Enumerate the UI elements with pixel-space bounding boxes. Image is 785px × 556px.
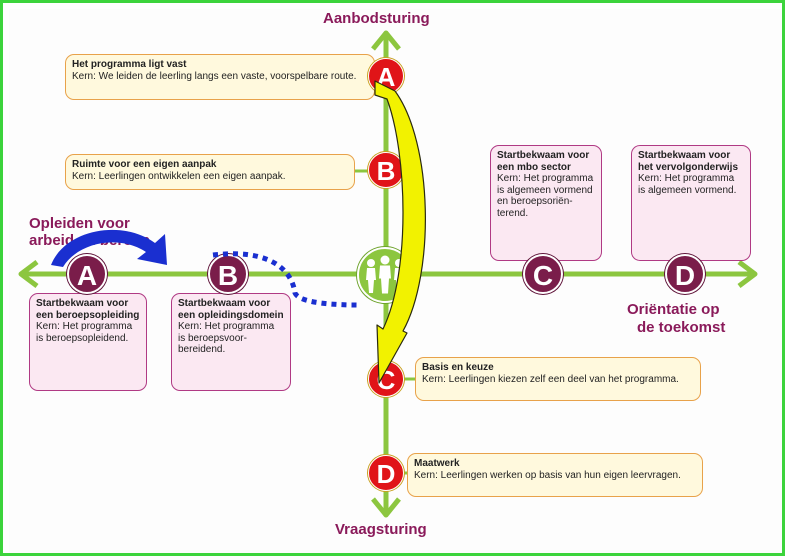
horizontal-marker-c: C [523,254,563,294]
axis-title-bottom: Vraagsturing [335,521,427,538]
box-horizontal-c: Startbekwaam voor een mbo sector Kern: H… [490,145,602,261]
box-horizontal-c-title: Startbekwaam voor een mbo sector [497,150,590,173]
box-horizontal-a-title: Startbekwaam voor een be­roepsopleiding [36,298,140,321]
box-horizontal-d: Startbekwaam voor het ver­volgonderwijs … [631,145,751,261]
horizontal-axis-arrow-right [737,260,758,288]
axis-title-top: Aanbodsturing [323,10,430,27]
vertical-marker-d: D [368,455,404,491]
vertical-marker-a: A [368,58,404,94]
axis-title-left-line1: Opleiden voor [29,215,130,232]
people-group-icon [366,255,404,294]
horizontal-marker-d: D [665,254,705,294]
center-node [357,247,413,303]
box-vertical-c-title: Basis en keuze [422,362,494,373]
axis-title-right-line1: Oriëntatie op [627,301,720,318]
horizontal-marker-b: B [208,254,248,294]
box-vertical-d-kern: Kern: Leerlingen werken op basis van hun… [414,469,681,481]
box-vertical-c-kern: Kern: Leerlingen kiezen zelf een deel va… [422,373,679,385]
box-vertical-d: Maatwerk Kern: Leerlingen werken op basi… [407,453,703,497]
vertical-axis-arrow-bottom [371,497,401,518]
box-horizontal-c-kern: Kern: Het pro­gramma is alge­meen vormen… [497,173,594,219]
box-vertical-d-title: Maatwerk [414,458,460,469]
axis-title-right-line2: de toekomst [637,319,726,336]
vertical-axis-arrow-top [371,30,401,51]
box-vertical-a-kern: Kern: We leiden de leerling langs een va… [72,70,357,82]
box-vertical-b: Ruimte voor een eigen aanpak Kern: Leerl… [65,154,355,190]
axis-title-left-line2: arbeid en beroep [29,232,150,249]
box-horizontal-d-title: Startbekwaam voor het ver­volgonderwijs [638,150,739,173]
box-horizontal-d-kern: Kern: Het programma is algemeen vormend. [638,173,737,196]
box-vertical-b-title: Ruimte voor een eigen aanpak [72,159,217,170]
box-vertical-a-title: Het programma ligt vast [72,59,187,70]
box-horizontal-a: Startbekwaam voor een be­roepsopleiding … [29,293,147,391]
vertical-marker-c: C [368,361,404,397]
box-horizontal-b: Startbekwaam voor een oplei­dingsdomein … [171,293,291,391]
box-vertical-c: Basis en keuze Kern: Leerlingen kiezen z… [415,357,701,401]
box-vertical-a: Het programma ligt vast Kern: We leiden … [65,54,375,100]
vertical-marker-b: B [368,152,404,188]
horizontal-marker-a: A [67,254,107,294]
box-vertical-b-kern: Kern: Leerlingen ontwikkelen een eigen a… [72,170,286,182]
box-horizontal-b-kern: Kern: Het programma is beroepsvoor­berei… [178,321,275,355]
box-horizontal-a-kern: Kern: Het programma is beroepsop­leidend… [36,321,133,344]
box-horizontal-b-title: Startbekwaam voor een oplei­dingsdomein [178,298,284,321]
horizontal-axis-arrow-left [18,260,39,288]
